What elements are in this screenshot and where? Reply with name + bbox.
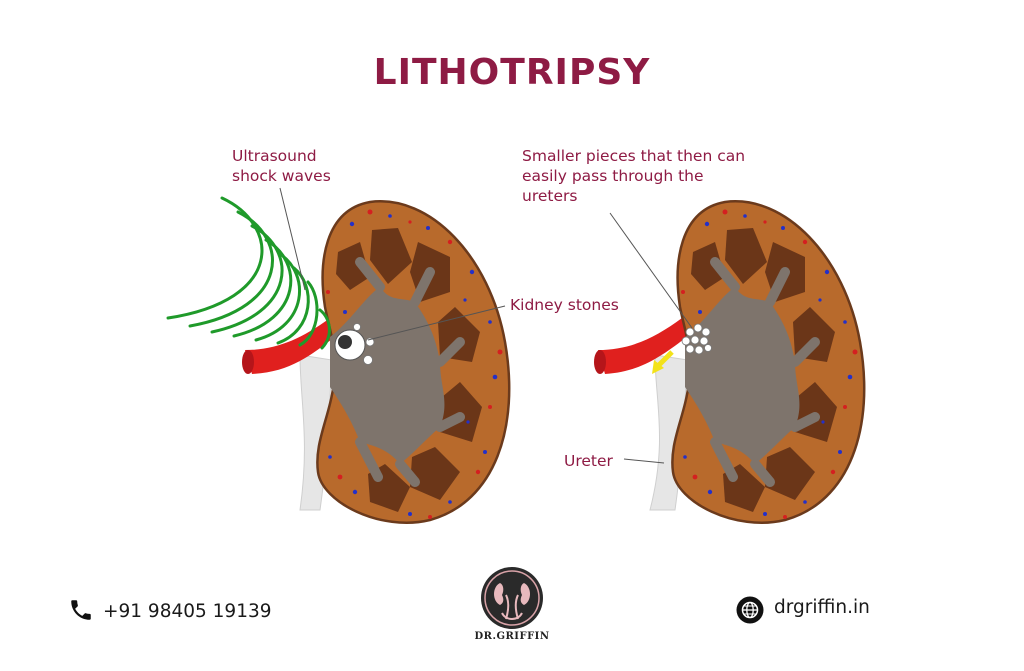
logo-text: DR.GRIFFIN <box>474 631 550 642</box>
ureter-label: Ureter <box>564 452 613 470</box>
flow-arrow <box>652 350 674 374</box>
dr-griffin-logo <box>481 567 543 629</box>
website-link[interactable]: drgriffin.in <box>774 597 870 618</box>
kidney-stones-label: Kidney stones <box>510 296 619 314</box>
stone-fragments <box>681 323 712 355</box>
right-kidney <box>594 201 864 522</box>
phone-icon[interactable] <box>68 597 94 623</box>
page-title: LITHOTRIPSY <box>373 52 651 93</box>
ultrasound-label: Ultrasound shock waves <box>232 147 331 185</box>
smaller-pieces-label: Smaller pieces that then can easily pass… <box>522 147 746 205</box>
lithotripsy-diagram <box>166 187 1024 560</box>
left-kidney <box>166 187 509 523</box>
shock-waves <box>166 196 331 350</box>
globe-icon[interactable] <box>736 596 764 624</box>
phone-number[interactable]: +91 98405 19139 <box>103 601 272 622</box>
